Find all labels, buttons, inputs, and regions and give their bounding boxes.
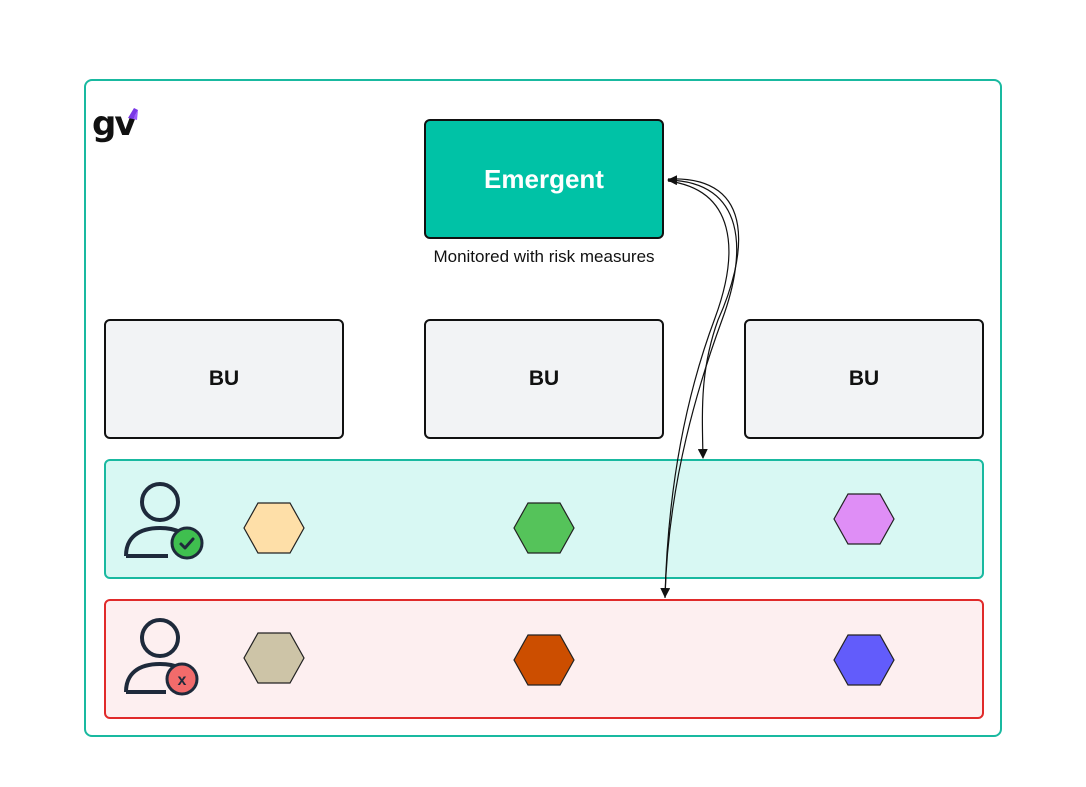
bu-label: BU	[208, 367, 240, 390]
hexagon-icon	[513, 634, 575, 686]
user-x-icon: x	[124, 618, 199, 696]
bu-label: BU	[848, 367, 880, 390]
user-check-icon	[124, 482, 204, 560]
hexagon-icon	[243, 632, 305, 684]
logo-check-icon	[128, 108, 138, 120]
emergent-box: Emergent	[424, 119, 664, 239]
hexagon-icon	[243, 502, 305, 554]
hexagon-icon	[833, 493, 895, 545]
bu-label: BU	[528, 367, 560, 390]
diagram-frame	[84, 79, 1002, 737]
bu-box-3: BU	[744, 319, 984, 439]
bu-box-2: BU	[424, 319, 664, 439]
hexagon-icon	[833, 634, 895, 686]
emergent-caption: Monitored with risk measures	[433, 247, 655, 266]
bu-box-1: BU	[104, 319, 344, 439]
logo-wordmark: gv	[92, 104, 136, 144]
hexagon-icon	[513, 502, 575, 554]
gv-logo: gv	[92, 104, 148, 146]
emergent-label: Emergent	[484, 163, 604, 194]
reject-badge-text: x	[178, 672, 187, 689]
